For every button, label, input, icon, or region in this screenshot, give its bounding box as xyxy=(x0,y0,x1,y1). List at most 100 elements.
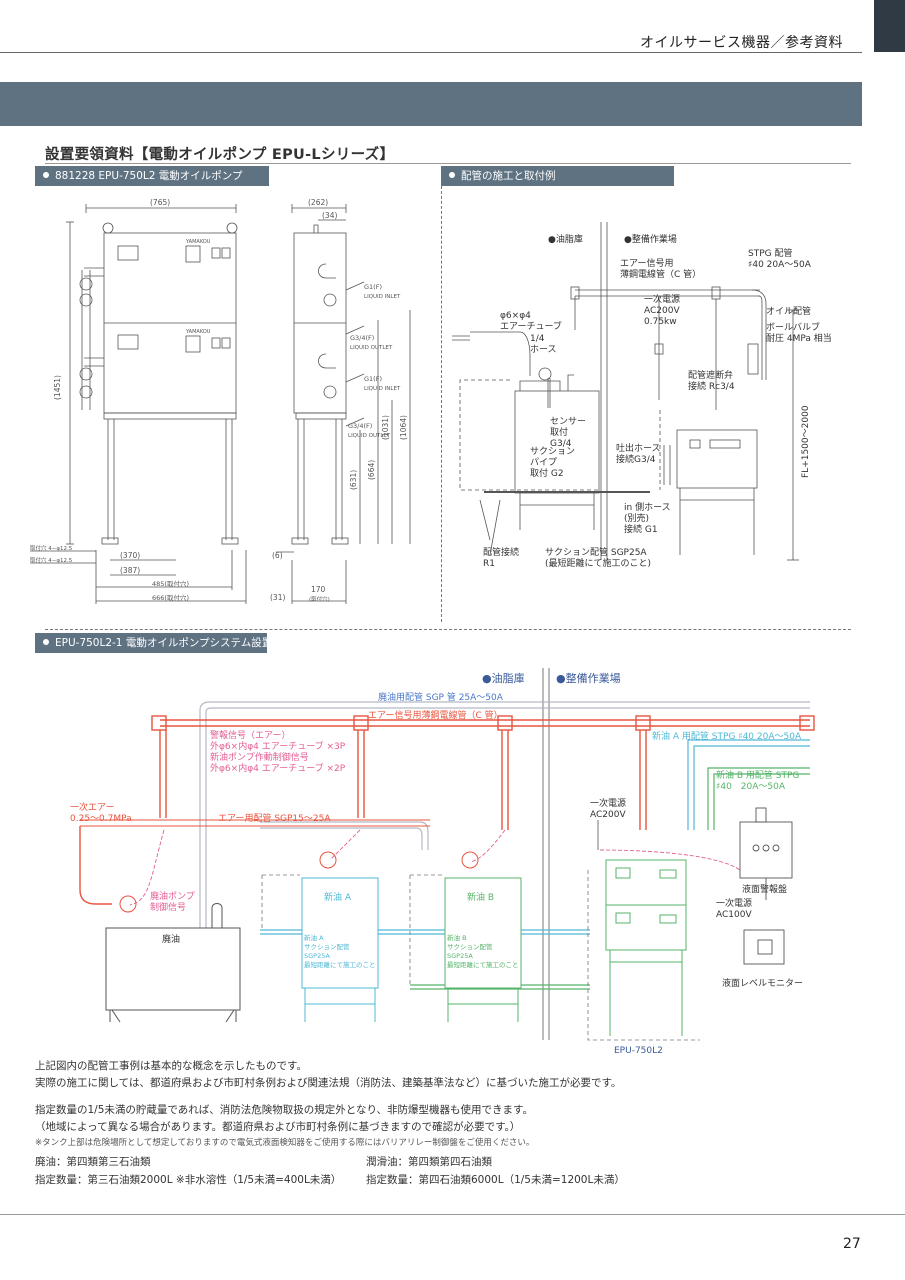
sys-label-power-100-2: AC100V xyxy=(716,910,752,920)
label-in-hose-2: (別売) xyxy=(624,512,649,524)
dim-387: (387) xyxy=(120,566,140,575)
dim-765: (765) xyxy=(150,198,170,207)
label-stpg-size: ♯40 20A〜50A xyxy=(748,260,812,270)
page-title: 設置要領資料【電動オイルポンプ EPU-Lシリーズ】 xyxy=(45,147,395,163)
label-thin-conduit: 薄鋼電線管（C 管） xyxy=(620,268,701,280)
dim-664: (664) xyxy=(367,460,376,480)
level-monitor xyxy=(743,929,785,965)
label-stpg: STPG 配管 xyxy=(748,247,792,259)
dim-262: (262) xyxy=(308,198,328,207)
hole-label-1: 取付穴 4−φ12.5 xyxy=(30,544,73,552)
sys-label-primary-air-1: 一次エアー xyxy=(70,801,114,813)
dim-370: (370) xyxy=(120,551,140,560)
bullet-icon xyxy=(43,172,49,178)
label-ball-valve: ボールバルブ xyxy=(766,321,820,333)
sys-label-waste-pipe: 廃油用配管 SGP 管 25A〜50A xyxy=(378,691,504,703)
note-line-3: 指定数量の1/5未満の貯蔵量であれば、消防法危険物取扱の規定外となり、非防爆型機… xyxy=(35,1104,534,1116)
label-maintenance: ●整備作業場 xyxy=(624,233,677,245)
tab-system-label: EPU-750L2-1 電動オイルポンプシステム設置例 xyxy=(55,637,283,649)
sys-label-ctrl-2: 外φ6×内φ4 エアーチューブ ×2P xyxy=(210,762,346,774)
tank-b-note-4: 最短距離にて施工のこと xyxy=(447,960,519,969)
bullet-icon xyxy=(43,639,49,645)
note-line-1: 上記図内の配管工事例は基本的な概念を示したものです。 xyxy=(35,1060,307,1072)
note-waste-class: 廃油：第四類第三石油類 xyxy=(35,1156,151,1168)
label-oil-pipe: オイル配管 xyxy=(766,305,811,317)
label-hose-2: ホース xyxy=(530,344,557,355)
g1-inlet-top: G1(F) xyxy=(364,283,382,291)
header-rule xyxy=(0,52,862,53)
g34-outlet-bottom: G3/4(F) xyxy=(348,422,372,430)
sys-label-waste-ctrl-2: 制御信号 xyxy=(150,901,186,913)
label-air-tube-2: エアーチューブ xyxy=(500,320,562,332)
sys-label-oil-store: ●油脂庫 xyxy=(482,671,525,685)
dim-631: (631) xyxy=(349,470,358,490)
dim-31: (31) xyxy=(270,593,285,602)
tank-a-note-4: 最短距離にて施工のこと xyxy=(304,960,376,969)
tab-system: EPU-750L2-1 電動オイルポンプシステム設置例 xyxy=(35,633,283,653)
dim-666: 666(取付穴) xyxy=(152,593,189,602)
piping-tank xyxy=(514,390,600,494)
label-shutoff-1: 配管遮断弁 xyxy=(688,369,733,381)
dim-1064: (1064) xyxy=(399,415,408,440)
pump-front-body xyxy=(103,232,237,414)
note-lube-class: 潤滑油：第四類第四石油類 xyxy=(366,1156,492,1168)
tab-pump-label: 881228 EPU-750L2 電動オイルポンプ xyxy=(55,170,243,182)
label-suction-3: 取付 G2 xyxy=(530,468,564,479)
new-oil-b-tank xyxy=(444,877,522,989)
label-power-3: 0.75kw xyxy=(644,317,677,327)
sys-label-waste-oil: 廃油 xyxy=(162,933,180,945)
g34-outlet-top: G3/4(F) xyxy=(350,334,374,342)
sys-label-new-oil-a: 新油 A xyxy=(324,891,352,903)
label-discharge-2: 接続G3/4 xyxy=(616,453,656,465)
title-band xyxy=(0,82,862,126)
label-sensor-1: センサー xyxy=(550,416,586,427)
dim-1451: (1451) xyxy=(53,375,62,400)
tab-pump-drawing: 881228 EPU-750L2 電動オイルポンプ xyxy=(35,166,269,186)
label-pipe-conn-2: R1 xyxy=(483,559,495,569)
sys-label-power-2: AC200V xyxy=(590,810,626,820)
sys-label-new-oil-b: 新油 B xyxy=(467,891,494,903)
dim-34: (34) xyxy=(322,211,337,220)
label-fl: FL+1500〜2000 xyxy=(801,405,811,478)
label-air-signal: エアー信号用 xyxy=(620,257,673,269)
liquid-inlet-bottom: LIQUID INLET xyxy=(364,386,401,392)
pump-side-body xyxy=(293,232,347,414)
dim-170-sub: (取付穴) xyxy=(309,595,330,603)
g1-inlet-bottom: G1(F) xyxy=(364,375,382,383)
label-ball-valve-pressure: 耐圧 4MPa 相当 xyxy=(766,332,832,344)
sys-label-ctrl-1: 新油ポンプ作動制御信号 xyxy=(210,751,309,763)
label-sensor-3: G3/4 xyxy=(550,439,572,449)
sys-label-alarm-panel: 液面警報盤 xyxy=(742,883,787,895)
page-number: 27 xyxy=(843,1236,861,1252)
tank-b-note-1: 新油 B xyxy=(447,933,467,942)
sys-label-alarm-1: 警報信号（エアー） xyxy=(210,729,290,741)
sys-label-waste-ctrl-1: 廃油ポンプ xyxy=(150,890,195,902)
label-discharge-1: 吐出ホース xyxy=(616,442,661,454)
label-pipe-conn-1: 配管接続 xyxy=(483,546,519,558)
sys-label-air-pipe: エアー用配管 SGP15〜25A xyxy=(218,812,331,824)
label-suction-2: パイプ xyxy=(530,457,557,468)
label-sensor-2: 取付 xyxy=(550,427,568,438)
footer-rule xyxy=(0,1214,905,1215)
sys-label-primary-air-2: 0.25〜0.7MPa xyxy=(70,814,132,824)
sys-label-power-100-1: 一次電源 xyxy=(716,897,752,909)
sys-label-new-oil-b-pipe-2: ♯40 20A〜50A xyxy=(716,782,786,792)
label-oil-store: ●油脂庫 xyxy=(548,233,583,245)
sys-label-air-conduit: エアー信号用薄鋼電線管（C 管） xyxy=(368,709,503,721)
label-shutoff-2: 接続 Rc3/4 xyxy=(688,380,735,392)
tab-piping: 配管の施工と取付例 xyxy=(441,166,674,186)
epu-unit xyxy=(605,859,687,951)
tank-a-note-1: 新油 A xyxy=(304,933,324,942)
piping-pump-unit xyxy=(676,429,758,489)
label-power-1: 一次電源 xyxy=(644,293,680,305)
label-hose-1: 1/4 xyxy=(530,334,545,344)
tab-piping-label: 配管の施工と取付例 xyxy=(461,170,556,182)
dim-485: 485(取付穴) xyxy=(152,579,189,588)
label-power-2: AC200V xyxy=(644,306,680,316)
tank-b-note-3: SGP25A xyxy=(447,952,473,960)
section-label: オイルサービス機器／参考資料 xyxy=(640,35,843,51)
liquid-outlet-bottom: LIQUID OUTLET xyxy=(348,433,391,439)
corner-bar xyxy=(874,0,905,52)
note-line-2: 実際の施工に関しては、都道府県および市町村条例および関連法規（消防法、建築基準法… xyxy=(35,1077,622,1089)
waste-oil-tank xyxy=(105,927,241,1011)
